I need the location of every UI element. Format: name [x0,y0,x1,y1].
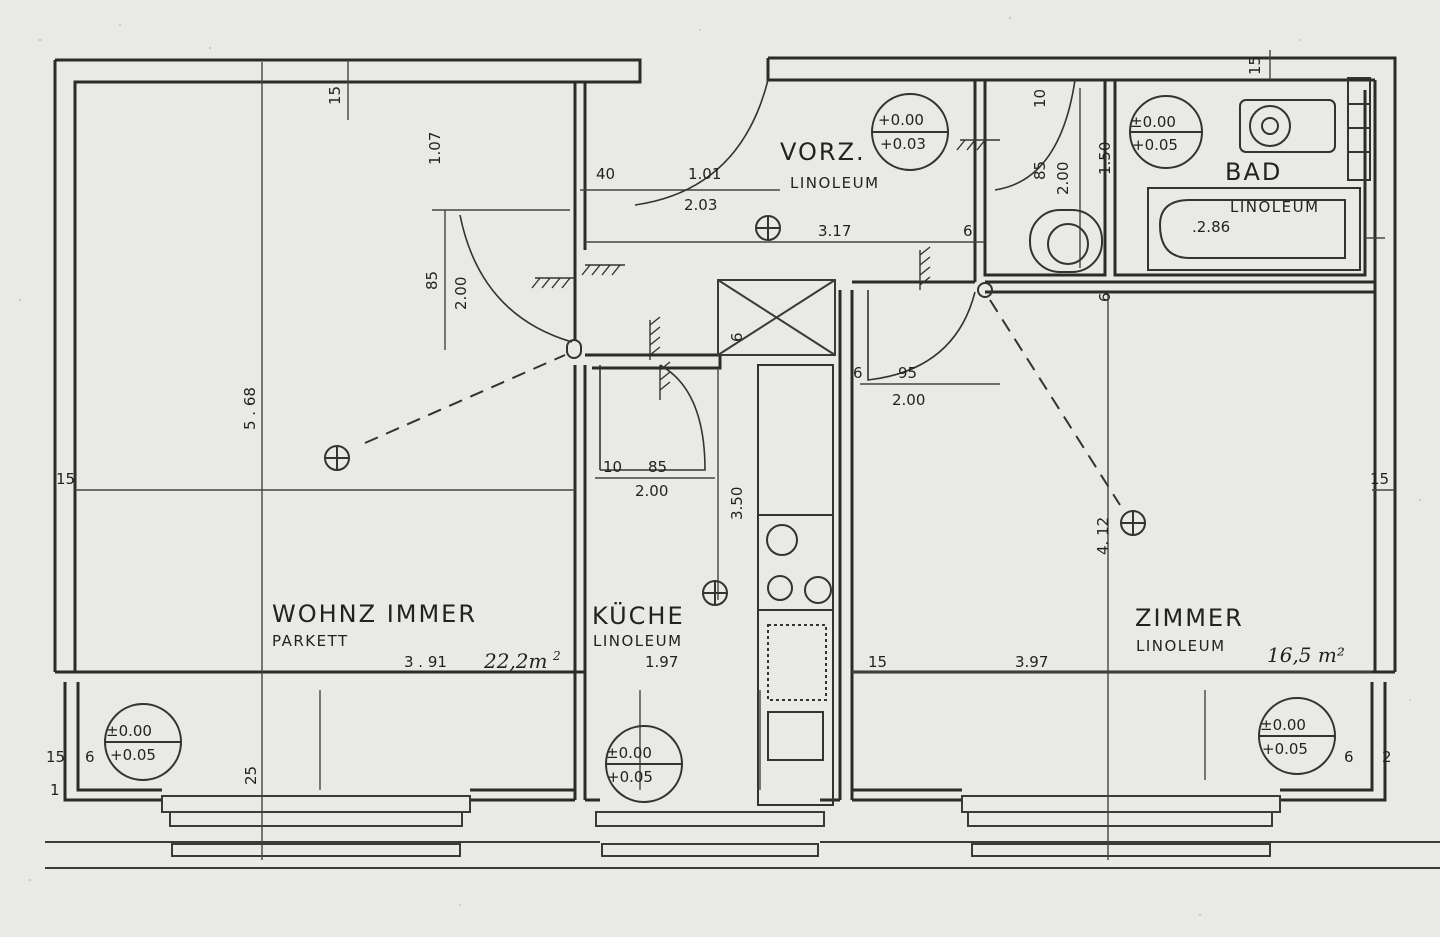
floor-kueche: LINOLEUM [593,632,683,650]
dim-z-6: 6 [853,364,863,382]
dim-v-203: 2.03 [684,196,717,214]
floor-wohnzimmer: PARKETT [272,632,349,650]
dim-k-10: 10 [603,458,622,476]
level-bottom: +0.05 [110,746,156,764]
dim-k-door-w: 85 [648,458,667,476]
level-top: ±0.00 [106,722,152,740]
dim-z-length: 4. 12 [1094,517,1112,555]
room-name-vorz: VORZ. [780,138,866,166]
dim-v-6: 6 [963,222,973,240]
room-labels: WOHNZ IMMER PARKETT KÜCHE LINOLEUM VORZ.… [272,138,1320,655]
dim-wz-width: 3 . 91 [404,653,447,671]
floor-zimmer: LINOLEUM [1136,637,1226,655]
dim-wz-door-w: 85 [423,271,441,290]
dim-z-6b: 6 [1344,748,1354,766]
level-marker: +0.00 +0.03 [871,93,949,171]
dim-b-6: 6 [1096,292,1114,302]
dim-v-40: 40 [596,165,615,183]
dim-wz-door-h: 2.00 [452,277,470,310]
dim-wz-15-top: 15 [326,86,344,105]
stove-burner-icon [766,524,798,556]
level-marker: ±0.00 +0.05 [1258,697,1336,775]
level-marker: ±0.00 +0.05 [605,725,683,803]
dim-k-door-h: 2.00 [635,482,668,500]
dimension-lines [75,50,1395,860]
light-symbols [324,215,1146,606]
toilet-icon [1029,209,1103,273]
level-marker: ±0.00 +0.05 [1129,95,1203,169]
dim-z-95: 95 [898,364,917,382]
area-wohnzimmer-sup: 2 [552,649,561,663]
level-bottom: +0.05 [1262,740,1308,758]
room-name-zimmer: ZIMMER [1135,604,1244,632]
dim-k-6: 6 [728,332,746,342]
kitchen-fixtures [757,364,834,806]
light-lines [364,299,1121,506]
area-zimmer: 16,5 m² [1267,643,1345,667]
handwritten-notes: 22,2m 2 16,5 m² [483,643,1345,673]
dim-k-length: 3.50 [728,487,746,520]
floor-vorz: LINOLEUM [790,174,880,192]
light-icon [1120,510,1146,536]
dim-b-150: 1.50 [1096,142,1114,175]
room-name-wohnzimmer: WOHNZ IMMER [272,600,477,628]
dim-wz-top: 1.07 [426,132,444,165]
level-bottom: +0.05 [1132,136,1178,154]
dim-wz-length: 5 . 68 [241,387,259,430]
paper-texture [18,16,1422,917]
level-top: ±0.00 [1260,716,1306,734]
dim-b-15: 15 [1246,56,1264,75]
dimension-labels: 3 . 91 5 . 68 2.00 85 1.07 15 15 25 6 15… [46,56,1392,799]
stove-burner-icon [767,575,793,601]
dim-b-286: .2.86 [1192,218,1230,236]
door-swings [459,79,1076,471]
dim-z-15r: 15 [1370,470,1389,488]
cabinet-icon [767,711,824,761]
dim-wc-200: 2.00 [1054,162,1072,195]
bath-fixtures [1029,77,1371,273]
level-marker: ±0.00 +0.05 [104,703,182,781]
stove-burner-icon [804,576,832,604]
level-top: ±0.00 [606,744,652,762]
dim-wc-10: 10 [1031,89,1049,108]
wall-hatches [531,139,1000,400]
light-icon [324,445,350,471]
light-icon [755,215,781,241]
level-bottom: +0.03 [880,135,926,153]
dim-z-15: 15 [868,653,887,671]
level-top: +0.00 [878,111,924,129]
washbasin-icon [1239,99,1336,153]
dim-wz-25: 25 [242,766,260,785]
dim-z-200: 2.00 [892,391,925,409]
dim-v-101: 1.01 [688,165,721,183]
dim-z-width: 3.97 [1015,653,1048,671]
sink-icon [767,624,827,701]
level-bottom: +0.05 [607,768,653,786]
light-icon [702,580,728,606]
dim-wz-1: 1 [50,781,60,799]
dim-z-2: 2 [1382,748,1392,766]
level-markers: ±0.00 +0.05 ±0.00 +0.05 ±0.00 +0.05 +0.0… [104,93,1336,803]
dim-wz-6: 6 [85,748,95,766]
floor-bad: LINOLEUM [1230,198,1320,216]
area-wohnzimmer: 22,2m [483,649,548,673]
dim-wz-15-left: 15 [56,470,75,488]
bathtub-icon [1147,187,1361,271]
level-top: ±0.00 [1130,113,1176,131]
room-name-kueche: KÜCHE [592,601,685,630]
dim-wc-85: 85 [1031,161,1049,180]
room-name-bad: BAD [1225,158,1282,186]
dim-v-317: 3.17 [818,222,851,240]
dim-k-width: 1.97 [645,653,678,671]
dim-wz-15b: 15 [46,748,65,766]
